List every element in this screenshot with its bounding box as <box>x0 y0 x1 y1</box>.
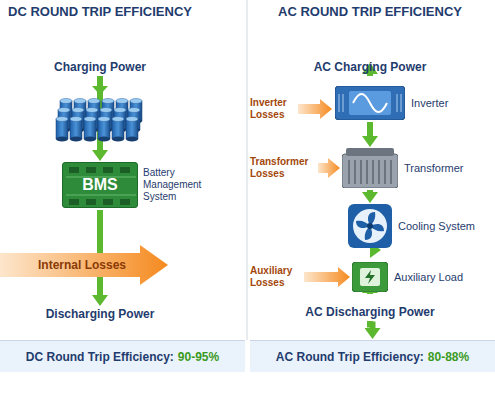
efficiency-band: AC Round Trip Efficiency: 80-88% <box>250 340 495 372</box>
stage-label: AC Discharging Power <box>305 305 434 319</box>
loss-arrow <box>0 245 168 285</box>
inverter-icon-art <box>335 86 405 120</box>
flow-arrow <box>367 190 373 192</box>
flow-arrow <box>367 293 373 294</box>
component-label: Transformer <box>404 162 464 174</box>
fan-icon-art <box>348 204 392 248</box>
component-label: Inverter <box>411 97 448 109</box>
flow-arrow <box>370 321 373 328</box>
efficiency-band: DC Round Trip Efficiency: 90-95% <box>0 340 245 372</box>
loss-arrow <box>304 267 350 287</box>
component-label: Cooling System <box>398 220 475 232</box>
flow-arrow <box>367 74 373 76</box>
stage-text: AC Charging Power <box>314 60 427 74</box>
efficiency-value: 80-88% <box>428 350 469 364</box>
loss-arrow <box>318 158 340 178</box>
panel-heading: DC ROUND TRIP EFFICIENCY <box>8 4 192 19</box>
panel-heading: AC ROUND TRIP EFFICIENCY <box>278 4 462 19</box>
loss-label: Internal Losses <box>38 258 126 272</box>
inverter-icon: Inverter <box>335 86 405 120</box>
arrow-head <box>92 86 108 95</box>
panel-divider <box>247 0 248 340</box>
stage-text: AC Discharging Power <box>305 305 434 319</box>
transformer-icon-art <box>342 148 398 188</box>
efficiency-value: 90-95% <box>178 350 219 364</box>
stage-label: AC Charging Power <box>314 60 427 74</box>
transformer-icon: Transformer <box>342 148 398 188</box>
stage-label: Discharging Power <box>46 307 155 321</box>
bms-board: BMSBattery Management System <box>62 162 138 208</box>
efficiency-label: DC Round Trip Efficiency: <box>26 350 174 364</box>
auxiliary-load-icon-art <box>352 262 388 292</box>
loss-label: Inverter Losses <box>250 97 287 121</box>
stage-text: Discharging Power <box>46 307 155 321</box>
loss-label: Auxiliary Losses <box>250 265 292 289</box>
auxiliary-load-icon: Auxiliary Load <box>352 262 388 292</box>
fan-icon: Cooling System <box>348 204 392 248</box>
loss-label: Transformer Losses <box>250 156 308 180</box>
efficiency-label: AC Round Trip Efficiency: <box>276 350 424 364</box>
stage-text: Charging Power <box>54 60 146 74</box>
loss-arrow <box>298 99 332 119</box>
component-label: Battery Management System <box>143 167 223 203</box>
bms-text: BMS <box>82 176 118 194</box>
stage-label: Charging Power <box>54 60 146 74</box>
flow-arrow <box>367 122 373 136</box>
component-label: Auxiliary Load <box>394 271 463 283</box>
battery-cells-icon <box>56 99 142 142</box>
flow-arrow <box>97 210 103 295</box>
